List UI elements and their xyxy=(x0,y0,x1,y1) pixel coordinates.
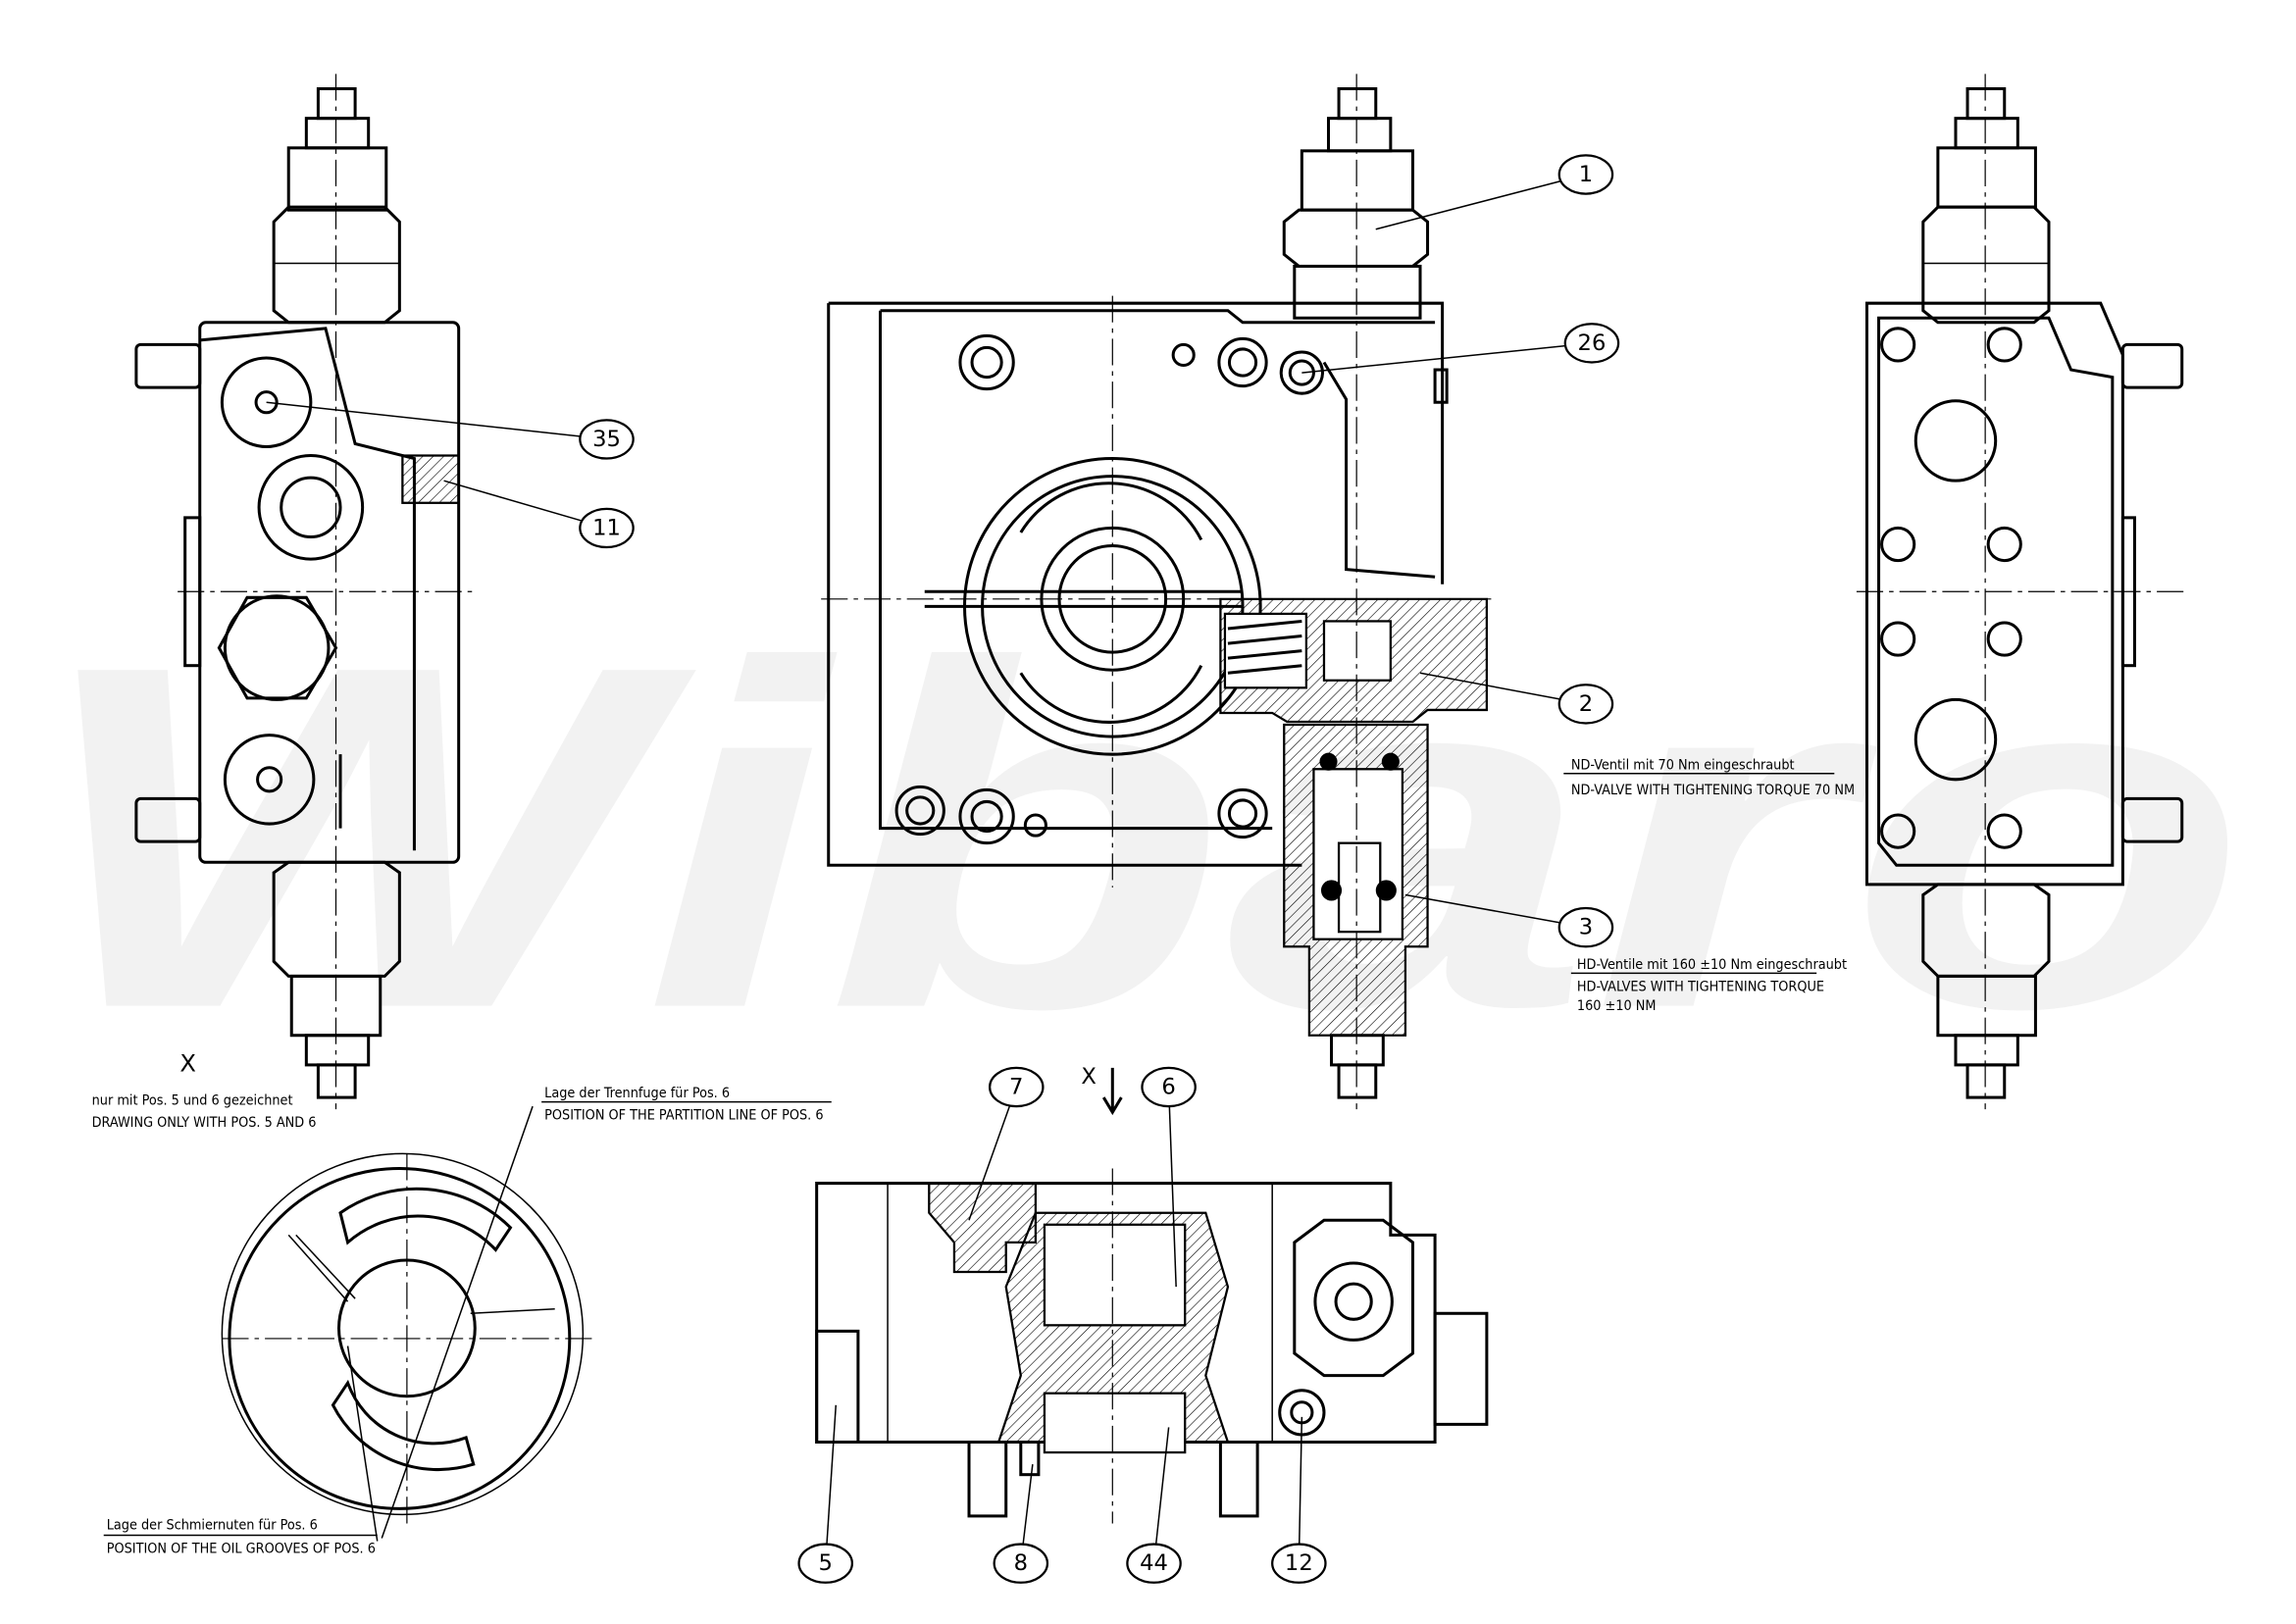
svg-text:7: 7 xyxy=(1009,1075,1023,1100)
part-balloon-2: 2 xyxy=(1557,684,1614,725)
arrow-label-x: X xyxy=(1081,1064,1096,1090)
svg-text:12: 12 xyxy=(1285,1550,1313,1576)
svg-text:35: 35 xyxy=(592,427,621,452)
svg-text:26: 26 xyxy=(1578,330,1607,356)
svg-text:8: 8 xyxy=(1014,1550,1028,1576)
left-side-view xyxy=(134,74,474,1110)
grooves-note-en: POSITION OF THE OIL GROOVES OF POS. 6 xyxy=(107,1542,376,1557)
leader-line xyxy=(968,1087,1017,1221)
partition-note-en: POSITION OF THE PARTITION LINE OF POS. 6 xyxy=(544,1108,823,1124)
leader-line xyxy=(443,480,607,530)
part-balloons: 1 26 35 11 2 3 7 6 5 8 44 12 xyxy=(579,154,1620,1584)
part-balloon-35: 35 xyxy=(579,419,635,460)
leader-line xyxy=(1375,174,1587,230)
leader-line xyxy=(1419,672,1587,705)
svg-text:2: 2 xyxy=(1579,691,1593,717)
leader-line xyxy=(824,1404,838,1564)
hd-valve-note-en-1: HD-VALVES WITH TIGHTENING TORQUE xyxy=(1577,979,1824,994)
nd-valve-note-de: ND-Ventil mit 70 Nm eingeschraubt xyxy=(1571,757,1795,773)
leader-line xyxy=(266,401,607,440)
part-balloon-11: 11 xyxy=(579,507,635,549)
x-detail-view xyxy=(221,1105,592,1542)
leader-line xyxy=(1298,1416,1303,1564)
part-balloon-3: 3 xyxy=(1557,906,1614,948)
part-balloon-5: 5 xyxy=(797,1543,853,1584)
part-balloon-1: 1 xyxy=(1557,154,1614,195)
x-view-note-en: DRAWING ONLY WITH POS. 5 AND 6 xyxy=(92,1115,317,1131)
hd-valve-note-de: HD-Ventile mit 160 ±10 Nm eingeschraubt xyxy=(1577,957,1847,973)
svg-text:44: 44 xyxy=(1140,1550,1168,1576)
partition-note-de: Lage der Trennfuge für Pos. 6 xyxy=(544,1086,730,1101)
leader-lines xyxy=(266,174,1593,1564)
bottom-view xyxy=(815,1067,1489,1524)
svg-text:11: 11 xyxy=(592,515,621,540)
nd-valve-note-en: ND-VALVE WITH TIGHTENING TORQUE 70 NM xyxy=(1571,783,1855,798)
part-balloon-8: 8 xyxy=(993,1543,1049,1584)
hd-valve-note-en-2: 160 ±10 NM xyxy=(1577,998,1657,1014)
part-balloon-7: 7 xyxy=(988,1066,1045,1108)
front-view xyxy=(821,74,1495,1110)
x-view-note-de: nur mit Pos. 5 und 6 gezeichnet xyxy=(92,1093,293,1109)
svg-text:6: 6 xyxy=(1161,1075,1175,1100)
leader-line xyxy=(1152,1427,1170,1564)
leader-line xyxy=(1301,342,1593,374)
part-balloon-12: 12 xyxy=(1271,1543,1327,1584)
right-side-view xyxy=(1856,74,2190,1110)
part-balloon-6: 6 xyxy=(1141,1066,1197,1108)
svg-text:1: 1 xyxy=(1579,162,1593,187)
leader-line xyxy=(1167,1087,1177,1288)
part-balloon-26: 26 xyxy=(1563,323,1620,364)
view-label-x: X xyxy=(179,1049,196,1077)
svg-text:3: 3 xyxy=(1579,915,1593,940)
leader-line xyxy=(1404,893,1587,929)
grooves-note-de: Lage der Schmiernuten für Pos. 6 xyxy=(107,1517,318,1533)
svg-text:5: 5 xyxy=(819,1550,833,1576)
part-balloon-44: 44 xyxy=(1126,1543,1182,1584)
